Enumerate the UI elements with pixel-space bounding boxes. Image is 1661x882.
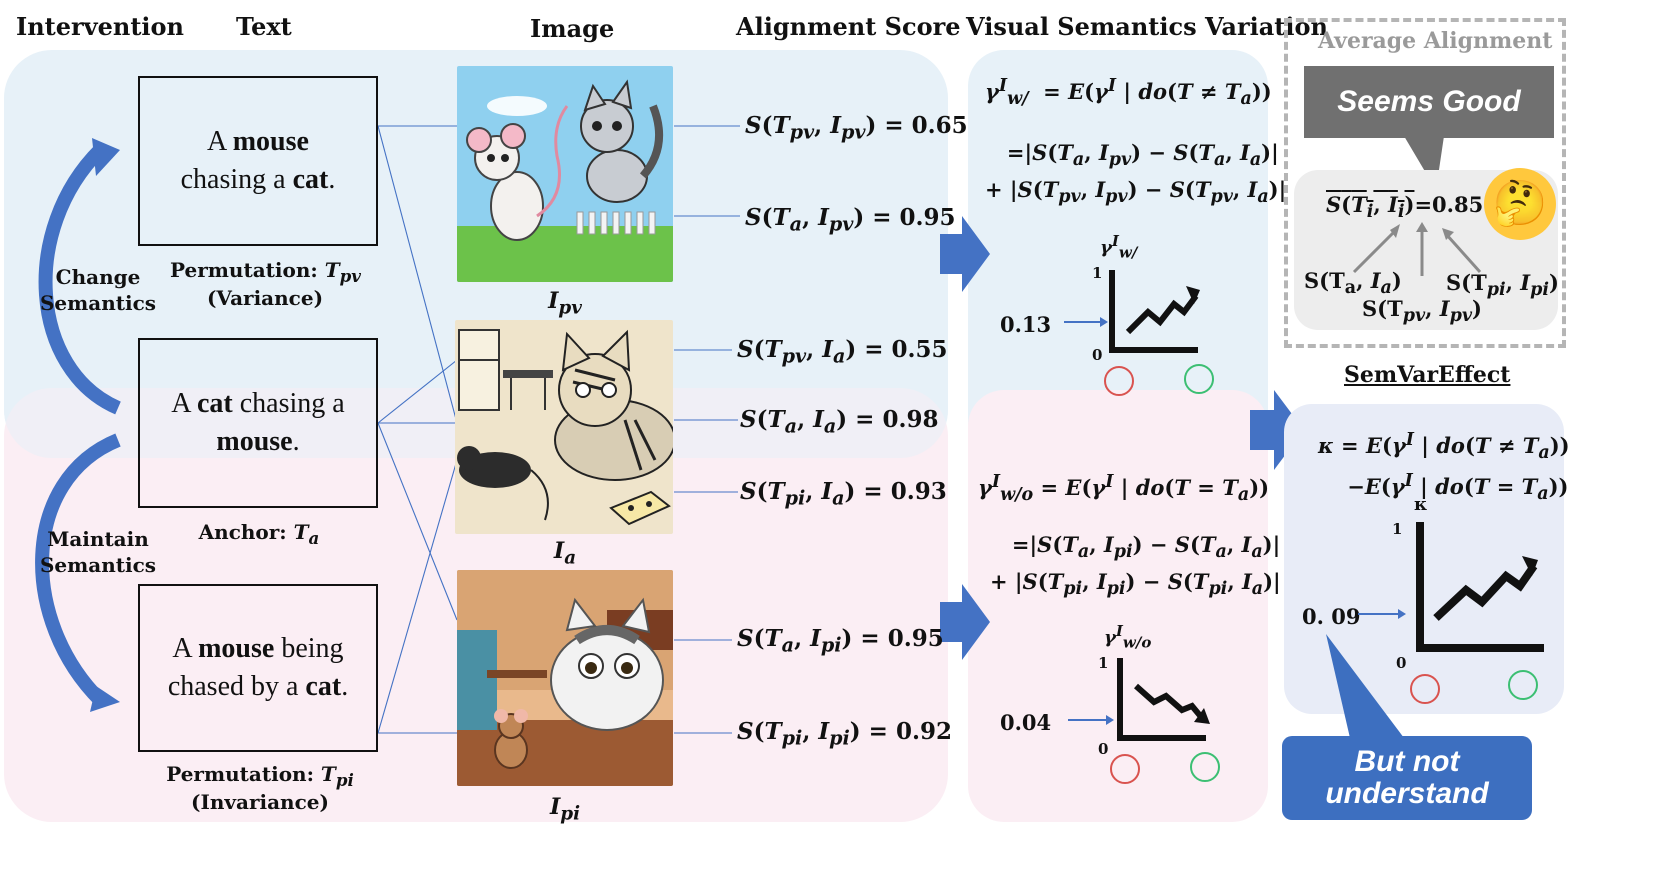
average-alignment-box: [1284, 18, 1566, 348]
right-block-arrow-icon: [940, 216, 990, 292]
score-pv-pv: S(Tpv, Ipv) = 0.65: [745, 112, 968, 144]
image-pi: [457, 570, 673, 786]
kappa-axis-title: κ: [1414, 494, 1428, 515]
header-alignment-score: Alignment Score: [736, 12, 961, 41]
formula-kappa: κ = E(γI | do(T ≠ Ta)) −E(γI | do(T = Ta…: [1318, 430, 1570, 505]
chart-without-axis-top: 1: [1098, 654, 1109, 672]
semvareffect-title: SemVarEffect: [1344, 362, 1511, 388]
caption-pv: Permutation: Tpv(Variance): [170, 258, 361, 310]
formula-gamma-with: γIw/ = E(γI | do(T ≠ Ta)): [985, 76, 1272, 110]
vsv-without-panel: [968, 390, 1268, 822]
header-intervention: Intervention: [16, 12, 184, 41]
sad-face-icon: [1110, 754, 1140, 784]
kappa-axis-top: 1: [1392, 520, 1403, 538]
score-a-a: S(Ta, Ia) = 0.98: [740, 406, 939, 438]
seems-good-bubble: Seems Good: [1304, 66, 1554, 138]
score-a-pv: S(Ta, Ipv) = 0.95: [745, 204, 956, 236]
chart-with-axis-bottom: 0: [1092, 346, 1103, 364]
score-pi-pi: S(Tpi, Ipi) = 0.92: [737, 718, 952, 750]
avg-term-pv-pv: S(Tpv, Ipv): [1362, 296, 1482, 327]
chart-without-value: 0.04: [1000, 710, 1052, 735]
formula-gamma-without: γIw/o = E(γI | do(T = Ta)): [978, 472, 1270, 506]
right-block-arrow-icon: [940, 584, 990, 660]
formula-gamma-without-expansion: =|S(Ta, Ipi) − S(Ta, Ia)| + |S(Tpi, Ipi)…: [990, 532, 1281, 600]
chart-with-title: γIw/: [1100, 232, 1138, 262]
trend-up-icon: [1064, 270, 1200, 353]
not-understand-bubble-tail: [1326, 634, 1404, 738]
happy-face-icon: [1184, 364, 1214, 394]
score-pv-a: S(Tpv, Ia) = 0.55: [737, 336, 948, 368]
average-alignment-arrows: [1352, 222, 1482, 276]
kappa-value: 0. 09: [1302, 604, 1361, 629]
chart-without-title: γIw/o: [1104, 622, 1152, 652]
sad-face-icon: [1104, 366, 1134, 396]
caption-anchor: Anchor: Ta: [198, 520, 320, 548]
text-box-pi: A mouse being chased by a cat.: [138, 584, 378, 752]
kappa-axis-bottom: 0: [1396, 654, 1407, 672]
maintain-semantics-arrow: [35, 433, 121, 705]
image-anchor: [455, 320, 673, 534]
right-block-arrow-icon: [1250, 390, 1304, 470]
header-text: Text: [236, 12, 292, 41]
image-pv: [457, 66, 673, 282]
image-label-pi: Ipi: [549, 794, 581, 825]
image-label-anchor: Ia: [553, 538, 577, 569]
caption-pi: Permutation: Tpi(Invariance): [166, 762, 354, 814]
happy-face-icon: [1190, 752, 1220, 782]
chart-with-axis-top: 1: [1092, 264, 1103, 282]
thinking-emoji-icon: 🤔: [1484, 168, 1556, 240]
score-pi-a: S(Tpi, Ia) = 0.93: [740, 478, 947, 510]
avg-term-pi-pi: S(Tpi, Ipi): [1446, 270, 1559, 301]
formula-gamma-with-expansion: =|S(Ta, Ipv) − S(Ta, Ia)| + |S(Tpv, Ipv)…: [985, 140, 1287, 208]
avg-term-a-a: S(Ta, Ia): [1304, 268, 1402, 299]
header-visual-semantics-variation: Visual Semantics Variation: [966, 12, 1328, 41]
image-label-pv: Ipv: [548, 288, 582, 319]
chart-with-value: 0.13: [1000, 312, 1052, 337]
sad-face-icon: [1410, 674, 1440, 704]
header-image: Image: [530, 14, 615, 43]
chart-without-axis-bottom: 0: [1098, 740, 1109, 758]
trend-down-icon: [1068, 658, 1210, 741]
happy-face-icon: [1508, 670, 1538, 700]
average-alignment-mean: S(Ti, Ii)=0.85: [1326, 192, 1484, 223]
score-a-pi: S(Ta, Ipi) = 0.95: [737, 625, 944, 657]
trend-up-icon: [1358, 522, 1544, 652]
change-semantics-arrow: [38, 145, 121, 415]
average-alignment-title: Average Alignment: [1318, 28, 1553, 54]
